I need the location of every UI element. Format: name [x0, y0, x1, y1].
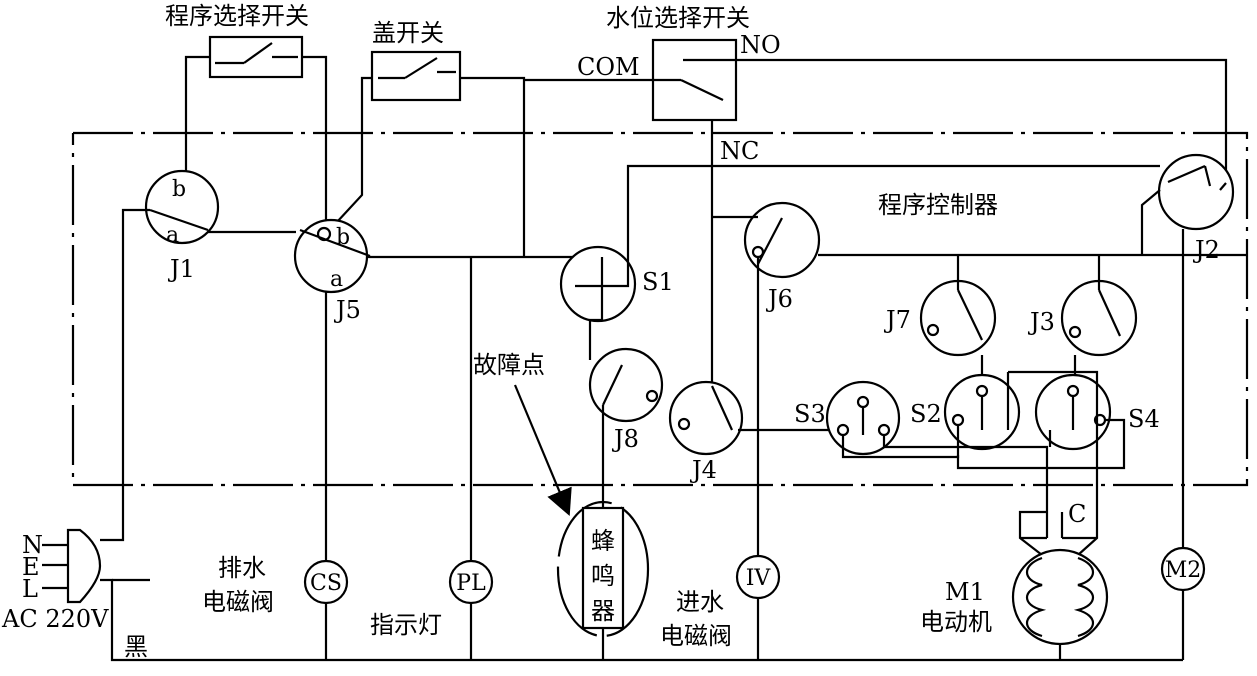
s2-contact — [943, 372, 1021, 451]
buzzer-char-3: 器 — [591, 597, 615, 625]
labels: 程序选择开关 盖开关 水位选择开关 COM NO NC 程序控制器 b a J1… — [1, 2, 1220, 661]
fault-arrow — [513, 384, 572, 517]
s2-label: S2 — [910, 400, 942, 428]
j5-label: J5 — [333, 296, 361, 324]
inlet-valve-label-1: 进水 — [676, 588, 724, 616]
j3-contact — [1060, 255, 1138, 376]
plug-e-label: E — [22, 553, 40, 581]
s4-contact — [1034, 373, 1112, 451]
cs-label: CS — [310, 571, 342, 596]
s3-label: S3 — [794, 400, 826, 428]
plug-n-label: N — [22, 531, 43, 559]
no-label: NO — [740, 31, 781, 59]
plug-l-label: L — [22, 575, 38, 603]
s3-contact — [825, 380, 901, 456]
j5-a-label: a — [330, 267, 343, 292]
j1-a-label: a — [166, 223, 179, 248]
cs-load — [303, 559, 349, 605]
iv-load — [735, 554, 781, 660]
inlet-valve-label-2: 电磁阀 — [660, 622, 732, 650]
pl-label: PL — [456, 571, 486, 596]
buzzer-char-2: 鸣 — [591, 562, 615, 590]
j5-b-label: b — [336, 225, 350, 250]
j4-label: J4 — [689, 456, 717, 484]
com-label: COM — [577, 53, 640, 81]
internal-links — [841, 370, 1126, 512]
controller-boundary — [71, 131, 1249, 487]
j8-contact — [588, 347, 664, 660]
program-select-label: 程序选择开关 — [165, 2, 309, 30]
water-level-label: 水位选择开关 — [606, 4, 750, 32]
j2-label: J2 — [1192, 236, 1220, 264]
iv-label: IV — [746, 566, 772, 591]
j1-contact — [100, 169, 296, 542]
s1-contact — [559, 164, 1160, 360]
drain-valve-label-1: 排水 — [218, 554, 266, 582]
indicator-label: 指示灯 — [370, 611, 442, 639]
j1-label: J1 — [167, 255, 195, 283]
j6-contact — [712, 201, 1247, 560]
m2-load — [1160, 546, 1206, 660]
m2-label: M2 — [1165, 558, 1202, 583]
lid-switch — [336, 50, 526, 257]
s4-label: S4 — [1128, 405, 1160, 433]
water-level-switch — [524, 38, 1228, 386]
buzzer — [556, 500, 650, 638]
buzzer-char-1: 蜂 — [591, 527, 615, 555]
controller-title: 程序控制器 — [878, 191, 998, 219]
s1-label: S1 — [642, 268, 674, 296]
j7-label: J7 — [883, 306, 911, 334]
black-wire-label: 黑 — [124, 633, 148, 661]
motor-label: 电动机 — [920, 608, 992, 636]
j1-b-label: b — [172, 177, 186, 202]
lid-switch-label: 盖开关 — [372, 19, 444, 47]
drain-valve-label-2: 电磁阀 — [202, 588, 274, 616]
j6-label: J6 — [765, 285, 793, 313]
motor-m1-label: M1 — [945, 578, 985, 606]
nc-label: NC — [720, 137, 759, 165]
pl-load — [448, 559, 494, 605]
j8-label: J8 — [611, 425, 639, 453]
j3-label: J3 — [1027, 308, 1055, 336]
j2-contact — [1140, 153, 1235, 560]
capacitor-label: C — [1068, 500, 1086, 528]
ac-label: AC 220V — [1, 605, 109, 633]
motor-m1 — [1011, 510, 1109, 660]
j4-contact — [668, 380, 840, 456]
j7-contact — [919, 255, 997, 376]
program-select-switch — [184, 35, 328, 660]
power-plug — [42, 528, 1183, 662]
fault-label: 故障点 — [473, 351, 545, 379]
